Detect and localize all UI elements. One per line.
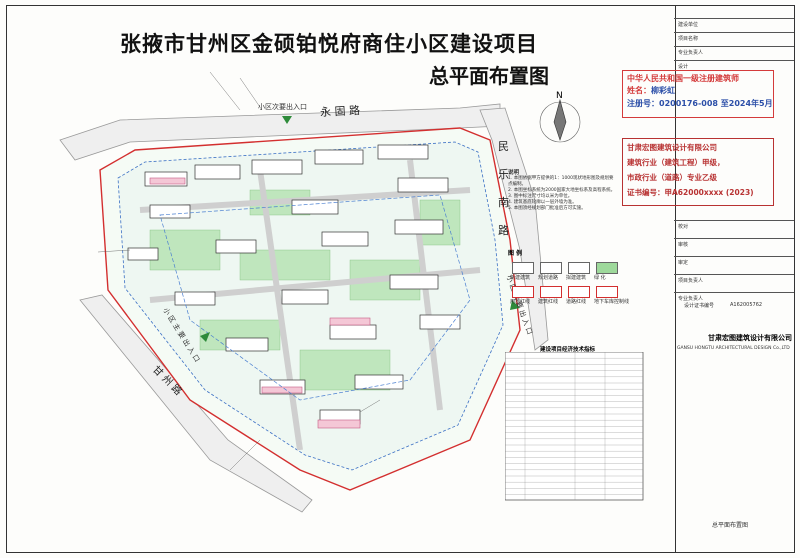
north-entrance-arrow — [282, 116, 292, 124]
site-plan: N — [59, 71, 581, 513]
legend-title: 图 例 — [508, 250, 523, 257]
titleblock-label: 设计 — [678, 64, 689, 70]
stamp-signature: 柳彩虹 — [651, 85, 675, 95]
titleblock-label: 建设单位 — [678, 22, 699, 28]
titleblock-label: 项目名称 — [678, 36, 699, 42]
stamp-line: 证书编号：甲A62000xxxx (2023) — [627, 188, 754, 197]
legend-label: 拟建建筑 — [566, 275, 587, 281]
company-name-en: GANSU HONGTU ARCHITECTURAL DESIGN Co.,LT… — [677, 346, 790, 351]
titleblock-label: 专业负责人 — [678, 50, 704, 56]
titleblock-row — [674, 292, 794, 293]
legend-swatch — [512, 262, 534, 274]
drawing-subtitle: 总平面布置图 — [429, 64, 549, 88]
titleblock-row — [674, 220, 794, 221]
stamp-line: 建筑行业（建筑工程）甲级， — [627, 158, 725, 167]
drawing-title: 张掖市甘州区金硕铂悦府商住小区建设项目 — [120, 31, 538, 56]
east-road-char: 路 — [498, 224, 509, 237]
legend-swatch — [568, 262, 590, 274]
legend-label: 地下车库控制线 — [594, 299, 630, 305]
north-arrow-icon: N — [539, 91, 581, 143]
east-road-char: 南 — [498, 196, 509, 209]
legend-label: 规划道路 — [538, 275, 559, 281]
note-item: 4. 建筑基底轮廓以一层外墙为准。 — [508, 200, 577, 205]
legend-swatch — [540, 286, 562, 298]
north-road-label: 永 固 路 — [319, 103, 361, 120]
titleblock-row — [674, 256, 794, 257]
titleblock-row — [674, 18, 794, 19]
stamp-line: 中华人民共和国一级注册建筑师 — [627, 74, 739, 83]
titleblock-label: 校对 — [678, 224, 689, 230]
cert-label: 设计证书编号 — [684, 303, 715, 309]
legend-swatch — [568, 286, 590, 298]
legend-swatch — [540, 262, 562, 274]
cert-number: A162005762 — [730, 302, 763, 308]
legend-swatch — [512, 286, 534, 298]
titleblock-label: 审核 — [678, 242, 689, 248]
note-item: 2. 本图坐标系统为2000国家大地坐标系及高程系统。 — [508, 188, 616, 193]
garage-line — [159, 194, 471, 401]
titleblock-label: 项目负责人 — [678, 278, 704, 284]
title-block — [674, 5, 795, 553]
leader-lines — [97, 71, 381, 471]
design-notes: 说明 1. 本图依据甲方提供的1：1000现状地形图及规划要点编制。 2. 本图… — [508, 170, 618, 212]
stamp-validity: 至2024年5月 — [720, 99, 773, 108]
legend-label: 建筑红线 — [538, 299, 559, 305]
legend-label: 用地红线 — [510, 299, 531, 305]
note-item: 3. 图中标注尺寸均以米为单位。 — [508, 194, 573, 199]
legend-swatch — [596, 262, 618, 274]
east-road-char: 民 — [498, 140, 509, 153]
company-qualification-stamp: 甘肃宏图建筑设计有限公司 建筑行业（建筑工程）甲级， 市政行业（道路）专业乙级 … — [622, 138, 774, 206]
legend-swatch — [596, 286, 618, 298]
titleblock-row — [674, 60, 794, 61]
company-name: 甘肃宏图建筑设计有限公司 — [708, 334, 792, 342]
note-item: 1. 本图依据甲方提供的1：1000现状地形图及规划要点编制。 — [508, 176, 614, 187]
east-road-char: 乐 — [498, 168, 509, 181]
svg-text:N: N — [556, 91, 563, 101]
drawing-title-block: 总平面布置图 — [712, 522, 749, 529]
commercial-strips — [149, 177, 371, 429]
titleblock-row — [674, 274, 794, 275]
stamp-line: 甘肃宏图建筑设计有限公司 — [627, 143, 717, 152]
note-item: 5. 本图须经规划部门批准后方可实施。 — [508, 206, 586, 211]
drawing-frame — [6, 5, 676, 553]
east-road-label: 民 乐 南 路 — [498, 133, 509, 245]
legend-label: 道路红线 — [566, 299, 587, 305]
titleblock-row — [674, 238, 794, 239]
titleblock-label: 专业负责人 — [678, 296, 704, 302]
east-entrance-arrow — [510, 300, 520, 310]
titleblock-row — [674, 46, 794, 47]
southwest-entrance-arrow — [200, 332, 210, 342]
indicators-table — [505, 352, 644, 501]
north-entrance-label: 小区次要出入口 — [258, 103, 307, 111]
stamp-line: 市政行业（道路）专业乙级 — [627, 173, 717, 182]
stamp-name-label: 姓名： — [627, 86, 651, 95]
registered-architect-stamp: 中华人民共和国一级注册建筑师 姓名：柳彩虹 注册号：0200176-008 至2… — [622, 70, 774, 118]
legend-label: 新建建筑 — [510, 275, 531, 281]
notes-heading: 说明 — [508, 170, 520, 176]
stamp-line: 注册号：0200176-008 至2024年5月 — [627, 98, 773, 109]
stamp-reg-no: 注册号：0200176-008 — [627, 99, 718, 108]
legend-label: 绿 化 — [594, 275, 606, 281]
indicators-table-title: 建设项目经济技术指标 — [540, 347, 596, 353]
stamp-line: 姓名：柳彩虹 — [627, 85, 675, 96]
titleblock-label: 审定 — [678, 260, 689, 266]
titleblock-row — [674, 32, 794, 33]
